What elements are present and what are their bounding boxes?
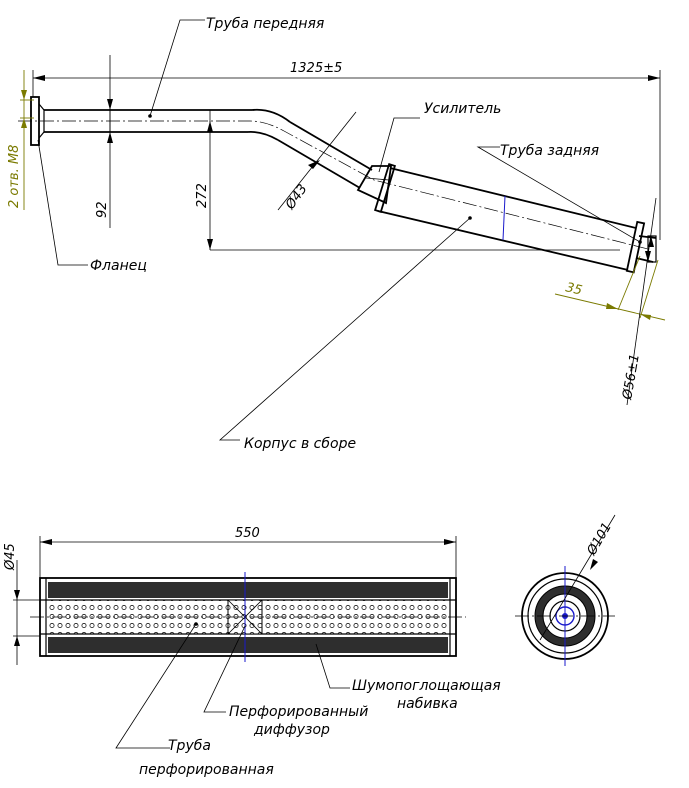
label-perf-pipe-1: Труба <box>168 738 211 754</box>
dim-dia-43: Ø43 <box>277 111 357 213</box>
leader-body: Корпус в сборе <box>218 216 472 452</box>
leader-front-pipe: Труба передняя <box>148 16 324 118</box>
dim-272-text: 272 <box>195 183 210 208</box>
dim-272: 272 <box>195 121 620 251</box>
dim-overall-length: 1325±5 <box>32 61 661 240</box>
label-diffuser-1: Перфорированный <box>229 704 368 720</box>
leader-diffuser: Перфорированный диффузор <box>203 625 368 738</box>
dim-1325-text: 1325±5 <box>290 61 342 76</box>
dim-dia-56: Ø56±1 <box>620 197 657 406</box>
leader-amplifier: Усилитель <box>378 101 501 173</box>
packing-top <box>48 582 448 598</box>
dim-dia-45: Ø45 <box>3 543 40 665</box>
dim-35-text: 35 <box>564 280 583 298</box>
end-view: Ø101 <box>515 514 616 666</box>
packing-bottom <box>48 637 448 653</box>
label-front-pipe: Труба передняя <box>206 16 324 32</box>
dim-56-text: Ø56±1 <box>620 353 643 402</box>
dim-92-text: 92 <box>95 201 110 218</box>
dim-35: 35 <box>554 255 666 321</box>
dim-45-text: Ø45 <box>3 543 18 571</box>
dim-92: 92 <box>95 55 113 228</box>
leader-packing: Шумопоглощающая набивка <box>315 643 501 712</box>
dim-550-text: 550 <box>235 526 260 541</box>
dim-holes: 2 отв. М8 <box>7 70 34 210</box>
muffler-body <box>377 167 637 271</box>
dim-101-text: Ø101 <box>584 520 615 559</box>
assembly-view: 1325±5 92 272 Ø43 <box>7 16 666 452</box>
label-diffuser-2: диффузор <box>253 722 330 738</box>
label-body-assembly: Корпус в сборе <box>244 436 356 452</box>
front-pipe <box>44 108 373 189</box>
leader-flange: Фланец <box>37 139 147 274</box>
label-packing-2: набивка <box>397 696 458 712</box>
dim-43-text: Ø43 <box>282 182 310 213</box>
label-packing-1: Шумопоглощающая <box>352 678 501 694</box>
dim-550: 550 <box>39 526 457 578</box>
leader-perf-pipe: Труба перфорированная <box>115 622 274 778</box>
section-view: 550 Ø45 <box>3 514 616 778</box>
label-rear-pipe: Труба задняя <box>500 143 599 159</box>
amplifier-part <box>356 163 397 213</box>
label-amplifier: Усилитель <box>424 101 501 117</box>
leader-rear-pipe: Труба задняя <box>476 143 642 244</box>
dim-holes-text: 2 отв. М8 <box>7 145 22 208</box>
label-perf-pipe-2: перфорированная <box>139 762 274 778</box>
label-flange: Фланец <box>90 258 147 274</box>
